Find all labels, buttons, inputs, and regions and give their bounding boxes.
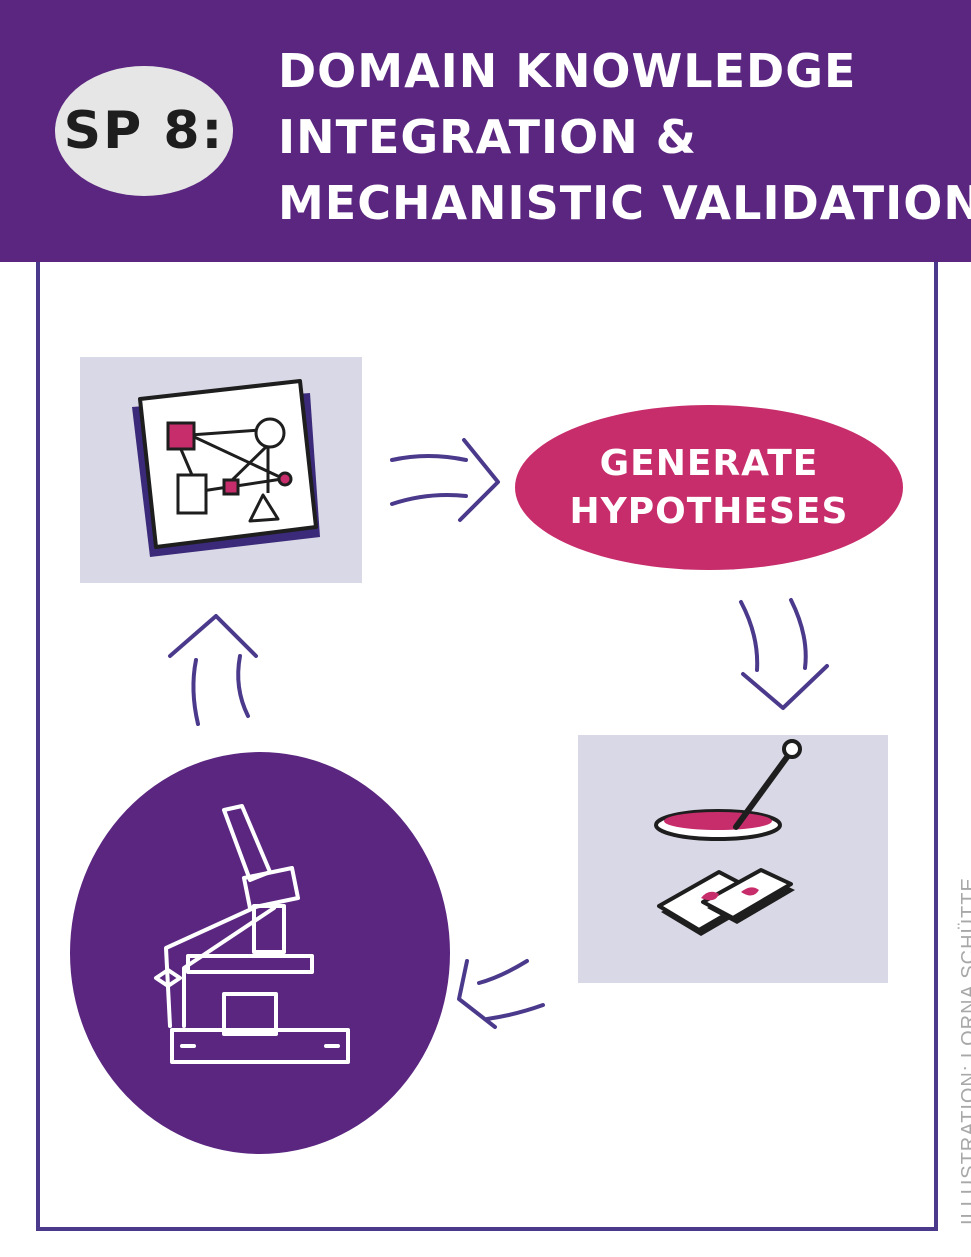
lab-experiment-panel — [578, 735, 888, 983]
title-line-1: DOMAIN KNOWLEDGE — [278, 44, 857, 98]
subproject-badge: SP 8: — [55, 66, 233, 196]
illustration-credit: ILLUSTRATION: LORNA SCHÜTTE — [958, 877, 971, 1225]
arrow-right-icon — [390, 438, 500, 522]
microscope-slides-icon — [657, 868, 795, 936]
diagram-frame — [36, 262, 938, 1231]
arrow-left-icon — [457, 959, 545, 1029]
arrow-down-icon — [739, 598, 829, 710]
hypotheses-line-2: HYPOTHESES — [569, 490, 849, 532]
hypotheses-line-1: GENERATE — [599, 442, 819, 484]
page-title: DOMAIN KNOWLEDGE INTEGRATION & MECHANIST… — [278, 38, 971, 236]
microscope-icon — [154, 804, 350, 1064]
title-line-2: INTEGRATION & — [278, 110, 697, 164]
title-line-3: MECHANISTIC VALIDATION — [278, 176, 971, 230]
arrow-up-icon — [168, 614, 258, 726]
knowledge-graph-book-icon — [132, 379, 320, 557]
header-banner: SP 8: DOMAIN KNOWLEDGE INTEGRATION & MEC… — [0, 0, 971, 262]
petri-dish-icon — [654, 739, 802, 841]
generate-hypotheses-node: GENERATE HYPOTHESES — [515, 405, 903, 570]
